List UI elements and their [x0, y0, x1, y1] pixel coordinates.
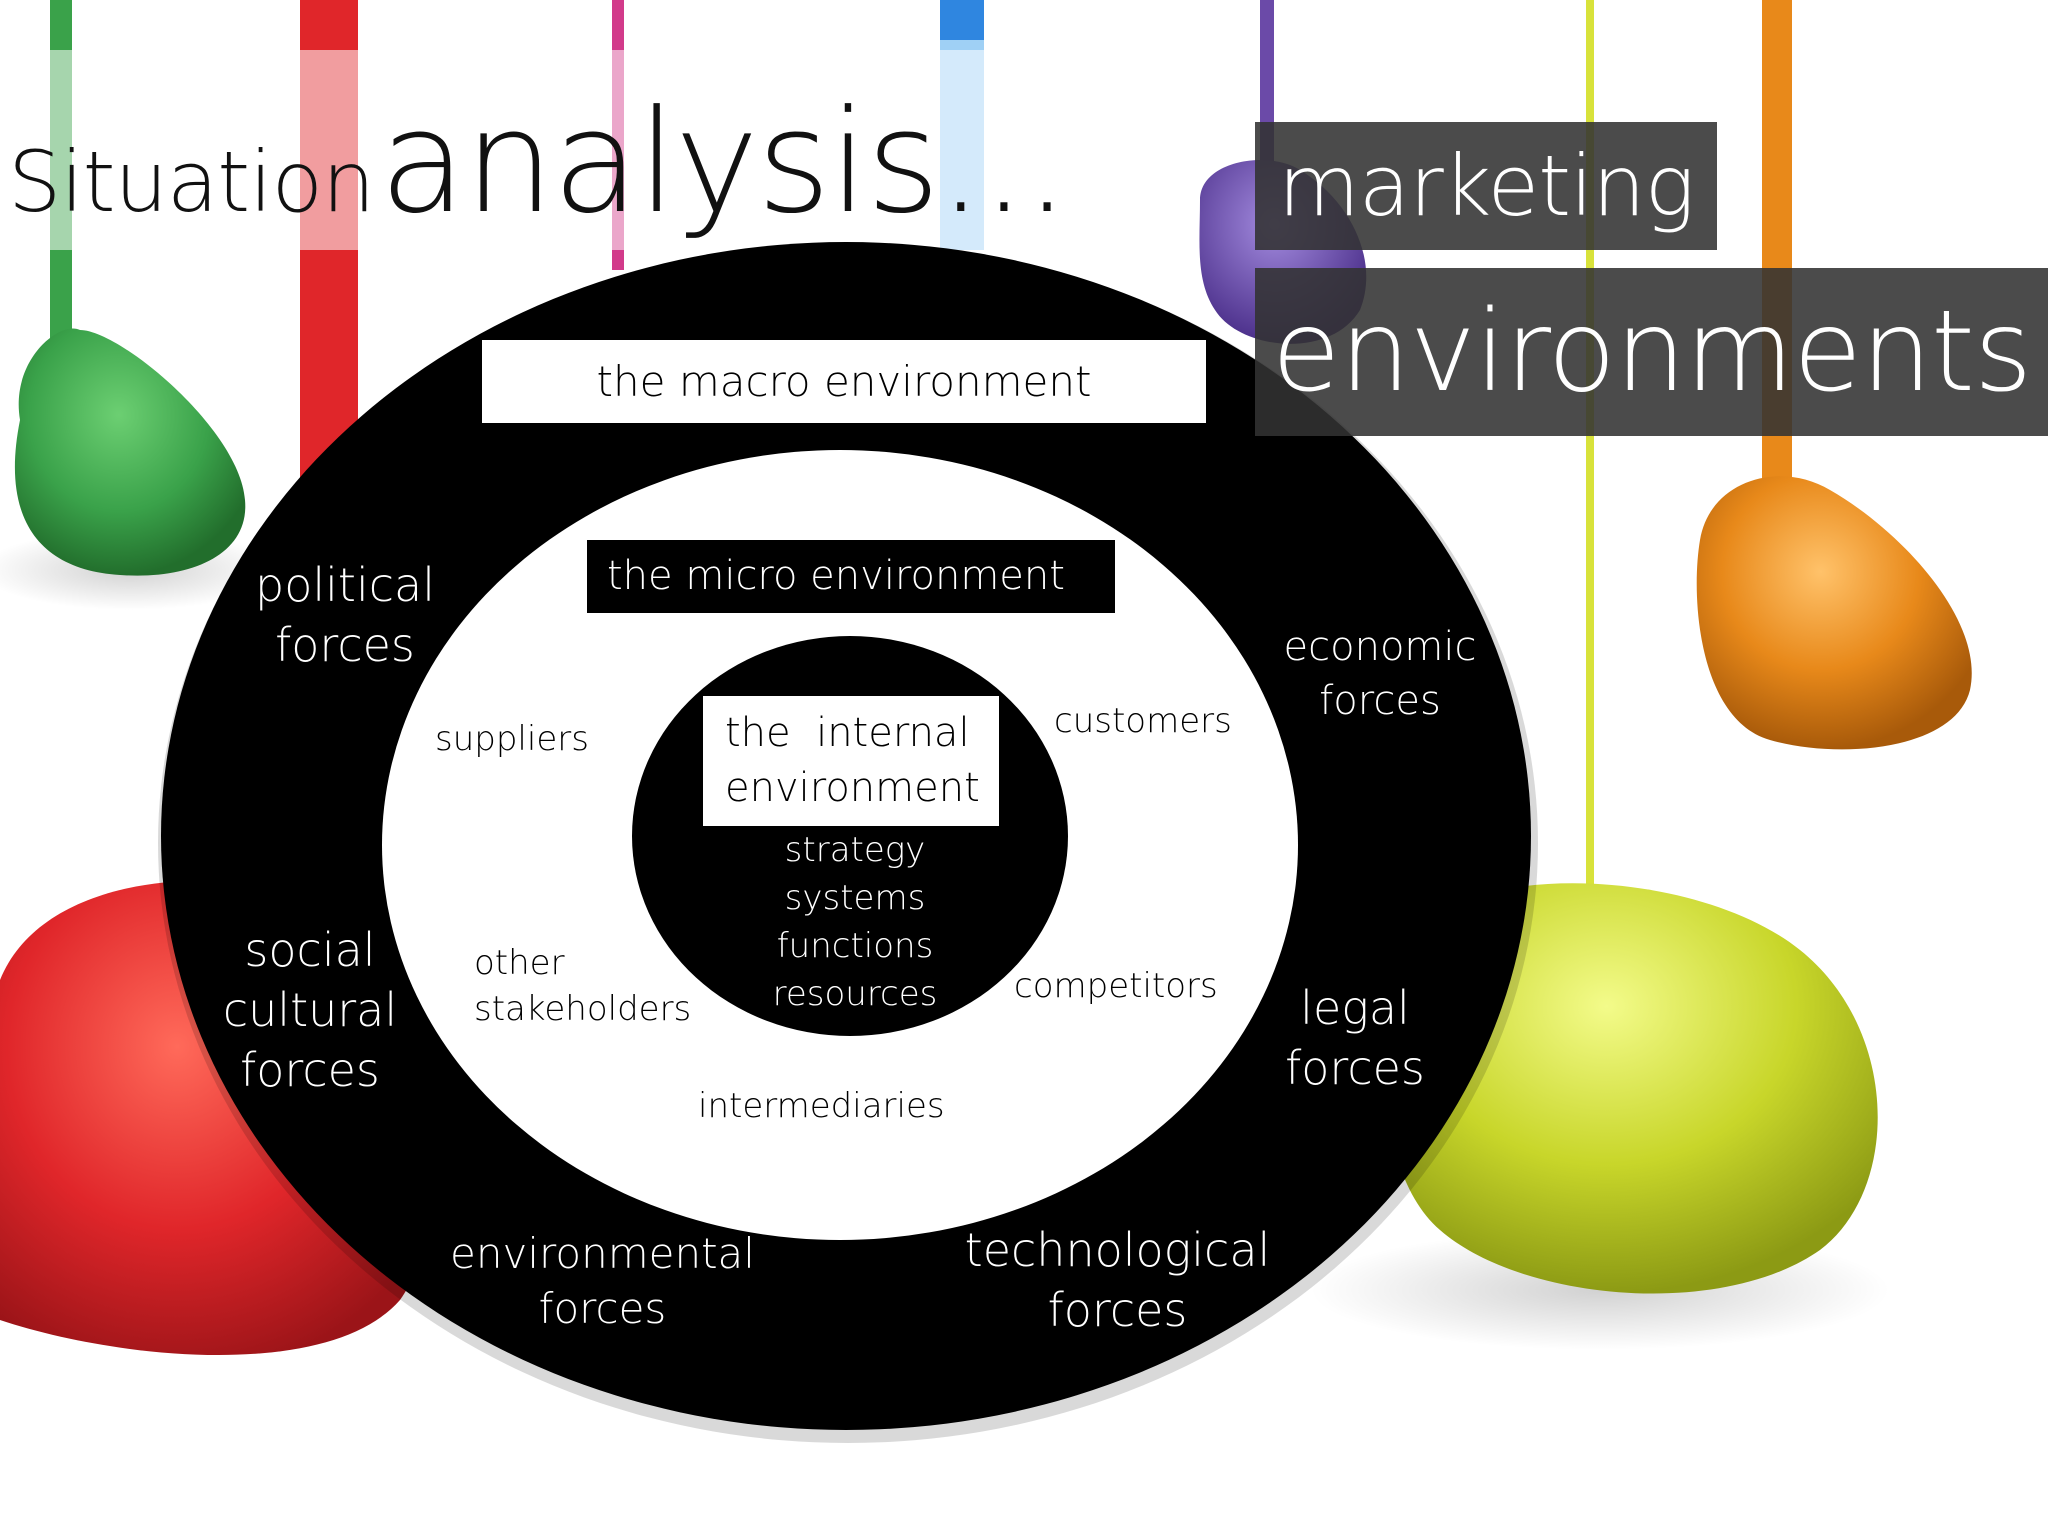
- social-text: social: [244, 923, 376, 977]
- other-stakeholders-label: other stakeholders: [474, 940, 691, 1032]
- political-forces-label: political forces: [230, 555, 460, 675]
- technological-forces-label: technological forces: [960, 1220, 1275, 1340]
- economic-forces-label: economic forces: [1260, 620, 1500, 728]
- other-text: other: [474, 943, 565, 983]
- political-forces-text: forces: [275, 618, 415, 672]
- legal-text: legal: [1300, 981, 1410, 1035]
- internal-item-resources: resources: [772, 974, 938, 1014]
- legal-forces-text: forces: [1285, 1041, 1425, 1095]
- technological-text: technological: [964, 1223, 1271, 1277]
- technological-forces-text: forces: [1047, 1283, 1188, 1337]
- micro-environment-label: the micro environment: [587, 540, 1115, 613]
- environmental-forces-text: forces: [538, 1284, 667, 1333]
- internal-items-list: strategy systems functions resources: [740, 826, 970, 1018]
- internal-item-strategy: strategy: [784, 830, 926, 870]
- cultural-text: cultural: [222, 983, 398, 1037]
- legal-forces-label: legal forces: [1270, 978, 1440, 1098]
- title-situation: Situation: [8, 133, 375, 231]
- internal-item-systems: systems: [784, 878, 926, 918]
- economic-text: economic: [1283, 624, 1477, 670]
- orange-paint-stream: [1762, 0, 1792, 520]
- internal-label-line1: the internal: [725, 710, 970, 756]
- yellow-paint-stream: [1586, 0, 1594, 900]
- blue-paint-stream-cap: [940, 0, 984, 40]
- stakeholders-text: stakeholders: [474, 989, 692, 1029]
- political-text: political: [255, 558, 435, 612]
- internal-environment-label: the internal environment: [703, 696, 999, 826]
- orange-paint-blob: [1696, 476, 1972, 750]
- intermediaries-label: intermediaries: [698, 1086, 945, 1126]
- economic-forces-text: forces: [1319, 678, 1441, 724]
- title-analysis: analysis...: [379, 80, 1069, 245]
- social-cultural-forces-label: social cultural forces: [200, 920, 420, 1100]
- green-paint-blob: [14, 328, 246, 576]
- suppliers-label: suppliers: [435, 719, 589, 759]
- customers-label: customers: [1054, 701, 1232, 741]
- environmental-forces-label: environmental forces: [445, 1226, 760, 1336]
- title-fade: [0, 50, 1000, 250]
- social-forces-text: forces: [240, 1043, 380, 1097]
- slide-title: Situation analysis...: [8, 80, 1070, 245]
- heading-marketing: marketing: [1255, 122, 1717, 250]
- environmental-text: environmental: [450, 1229, 755, 1278]
- heading-environments: environments: [1255, 268, 2048, 436]
- internal-label-line2: environment: [725, 765, 980, 811]
- internal-item-functions: functions: [776, 926, 934, 966]
- macro-environment-label: the macro environment: [482, 340, 1206, 423]
- competitors-label: competitors: [1014, 966, 1218, 1006]
